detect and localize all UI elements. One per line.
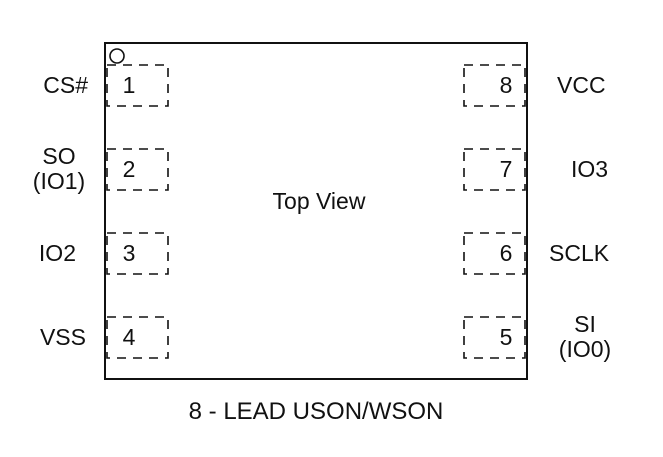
pin-pad <box>106 64 169 107</box>
pin-4: 4 VSS <box>40 316 169 359</box>
pin-number: 4 <box>123 324 136 350</box>
pin-number: 6 <box>500 240 513 266</box>
pin-alt-name: (IO1) <box>33 168 85 194</box>
pin-1: 1 CS# <box>43 64 169 107</box>
pin-pad <box>463 316 526 359</box>
pin-name: VCC <box>557 72 606 98</box>
pin-pad <box>106 232 169 275</box>
pin-number: 7 <box>500 156 513 182</box>
pin-pad <box>463 64 526 107</box>
pin-alt-name: (IO0) <box>559 336 611 362</box>
pin-5: 5 SI (IO0) <box>463 311 611 362</box>
pin-name: IO2 <box>39 240 76 266</box>
package-caption: 8 - LEAD USON/WSON <box>189 398 444 425</box>
pin-number: 3 <box>123 240 136 266</box>
pin-number: 1 <box>123 72 136 98</box>
pin-name: SI <box>574 311 596 337</box>
pin-6: 6 SCLK <box>463 232 610 275</box>
top-view-label: Top View <box>273 188 366 214</box>
pin-pad <box>463 232 526 275</box>
pin-name: SCLK <box>549 240 610 266</box>
pin-8: 8 VCC <box>463 64 606 107</box>
pin-name: VSS <box>40 324 86 350</box>
pin-pad <box>106 316 169 359</box>
pin-pad <box>106 148 169 191</box>
pin-name: IO3 <box>571 156 608 182</box>
pin1-marker-icon <box>109 48 125 64</box>
pin-2: 2 SO (IO1) <box>33 143 169 194</box>
pin-name: CS# <box>43 72 88 98</box>
pin-number: 2 <box>123 156 136 182</box>
pin-number: 5 <box>500 324 513 350</box>
pin-3: 3 IO2 <box>39 232 169 275</box>
pin-pad <box>463 148 526 191</box>
pin-name: SO <box>42 143 75 169</box>
pin-number: 8 <box>500 72 513 98</box>
pin-7: 7 IO3 <box>463 148 608 191</box>
package-body <box>104 42 528 380</box>
